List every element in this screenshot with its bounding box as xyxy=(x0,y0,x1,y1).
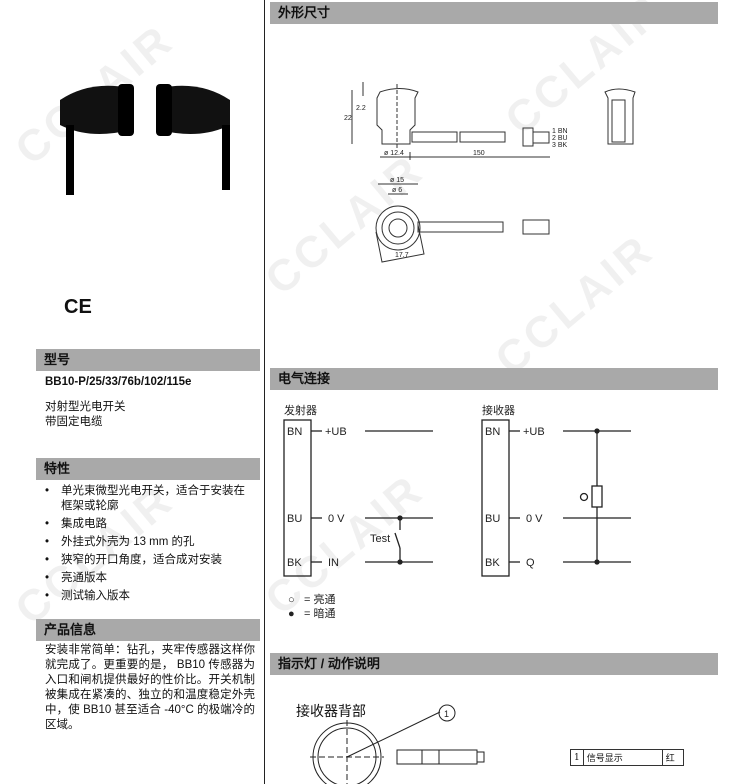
legend-text: = 暗通 xyxy=(304,606,335,620)
callout-number: 1 xyxy=(444,709,449,719)
test-switch-label: Test xyxy=(370,533,390,545)
model-description: 对射型光电开关 带固定电缆 xyxy=(45,400,126,430)
features-list: 单光束微型光电开关，适合于安装在框架或轮廓 集成电路 外挂式外壳为 13 mm … xyxy=(41,484,256,607)
list-item: 狭窄的开口角度，适合成对安装 xyxy=(41,553,256,568)
wiring-heading: 电气连接 xyxy=(270,368,718,390)
dim-label: ø 6 xyxy=(392,187,402,194)
features-heading: 特性 xyxy=(36,458,260,480)
wiring-diagram: 发射器 BN BU BK +UB 0 V IN Test 接收器 BN BU B… xyxy=(283,403,631,620)
table-cell: 信号显示 xyxy=(582,749,663,766)
dimension-drawing: 22 2.2 ø 12.4 150 1 BN 2 BU 3 BK ø 15 ø … xyxy=(344,82,636,263)
pin-label: BK xyxy=(287,557,302,569)
signal-label: Q xyxy=(526,557,535,569)
list-item: 亮通版本 xyxy=(41,571,256,586)
table-row: 1 信号显示 红 xyxy=(570,749,684,766)
indicator-caption: 接收器背部 xyxy=(296,704,366,720)
legend-filled-circle: ● xyxy=(288,608,295,620)
pin-label: BN xyxy=(485,426,500,438)
pin-label: BU xyxy=(287,513,302,525)
list-item: 单光束微型光电开关，适合于安装在框架或轮廓 xyxy=(41,484,256,514)
table-cell: 红 xyxy=(661,749,684,766)
list-item: 外挂式外壳为 13 mm 的孔 xyxy=(41,535,256,550)
model-code: BB10-P/25/33/76b/102/115e xyxy=(45,376,192,388)
info-heading: 产品信息 xyxy=(36,619,260,641)
pin-label: BU xyxy=(485,513,500,525)
desc-line: 带固定电缆 xyxy=(45,416,103,428)
dim-label: ø 15 xyxy=(390,177,404,184)
signal-label: +UB xyxy=(325,426,347,438)
model-heading: 型号 xyxy=(36,349,260,371)
table-cell: 1 xyxy=(570,749,584,766)
indicator-table: 1 信号显示 红 xyxy=(570,749,684,766)
dim-label: 17.7 xyxy=(395,252,409,259)
signal-label: IN xyxy=(328,557,339,569)
product-photo xyxy=(60,84,230,195)
dim-label: 150 xyxy=(473,150,485,157)
ce-mark: CE xyxy=(64,296,92,318)
signal-label: 0 V xyxy=(526,513,543,525)
legend-open-circle: ○ xyxy=(288,594,295,606)
pin-label: 2 BU xyxy=(552,135,568,142)
info-text: 安装非常简单：钻孔，夹牢传感器这样你就完成了。更重要的是， BB10 传感器为入… xyxy=(45,644,255,731)
indicator-drawing: 1 xyxy=(310,704,485,784)
pin-label: BN xyxy=(287,426,302,438)
legend-text: = 亮通 xyxy=(304,592,335,606)
pin-label: 3 BK xyxy=(552,142,568,149)
dim-label: ø 12.4 xyxy=(384,150,404,157)
dim-label: 22 xyxy=(344,115,352,122)
column-divider xyxy=(264,0,265,784)
signal-label: 0 V xyxy=(328,513,345,525)
receiver-title: 接收器 xyxy=(482,403,515,417)
list-item: 测试输入版本 xyxy=(41,589,256,604)
emitter-title: 发射器 xyxy=(284,403,317,417)
indicator-heading: 指示灯 / 动作说明 xyxy=(270,653,718,675)
pin-label: BK xyxy=(485,557,500,569)
dim-label: 2.2 xyxy=(356,105,366,112)
dimensions-heading: 外形尺寸 xyxy=(270,2,718,24)
list-item: 集成电路 xyxy=(41,517,256,532)
signal-label: +UB xyxy=(523,426,545,438)
pin-label: 1 BN xyxy=(552,128,568,135)
desc-line: 对射型光电开关 xyxy=(45,401,126,413)
